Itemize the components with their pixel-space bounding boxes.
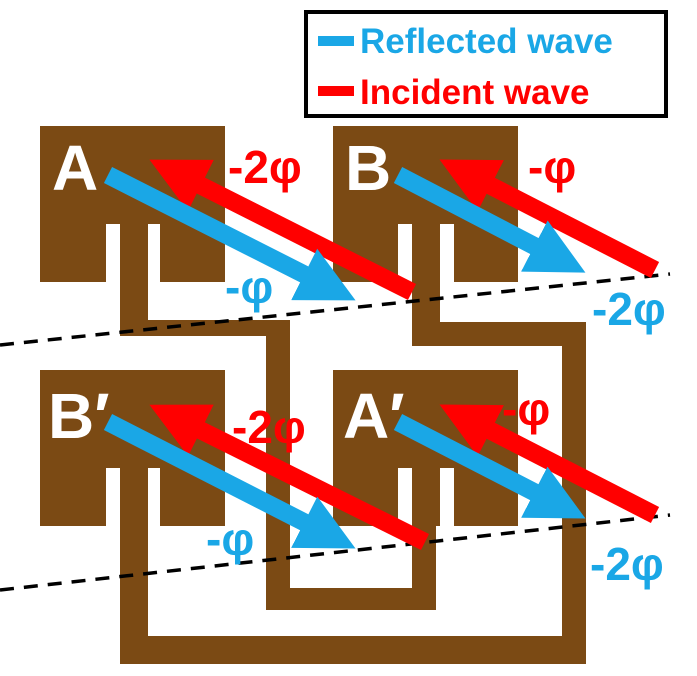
legend-incident-label: Incident wave (360, 73, 590, 112)
reflected-arrow-a (103, 166, 356, 301)
cell-label-b: B (345, 132, 391, 204)
incident-arrow-b (439, 159, 660, 279)
phase-bottom-right-incident: -φ (502, 383, 550, 435)
legend: Reflected wave Incident wave (304, 10, 668, 118)
incident-arrow-a (149, 159, 417, 301)
phase-top-left-reflected: -φ (225, 261, 273, 313)
phase-top-right-reflected: -2φ (592, 283, 666, 335)
cell-label-a: A (52, 132, 98, 204)
wavefront-top-dashed (0, 272, 671, 347)
line-b-to-bprime (120, 224, 586, 664)
incident-arrow-aprime (439, 404, 660, 524)
cell-label-aprime: A′ (343, 380, 405, 452)
wavefront-bottom-dashed (0, 513, 671, 592)
legend-frame (304, 10, 668, 118)
phase-bottom-right-reflected: -2φ (590, 538, 664, 590)
reflected-arrow-bprime (103, 413, 356, 549)
reflected-arrow-aprime (393, 413, 586, 519)
cell-label-bprime: B′ (48, 380, 110, 452)
phase-bottom-left-incident: -2φ (232, 401, 306, 453)
reflected-arrow-b (393, 167, 586, 273)
phase-top-right-incident: -φ (528, 141, 576, 193)
legend-incident-swatch (318, 86, 354, 96)
phase-bottom-left-reflected: -φ (206, 513, 254, 565)
legend-reflected-label: Reflected wave (360, 22, 613, 61)
phase-top-left-incident: -2φ (228, 141, 302, 193)
legend-reflected-swatch (318, 36, 354, 46)
incident-arrow-bprime (149, 404, 430, 551)
